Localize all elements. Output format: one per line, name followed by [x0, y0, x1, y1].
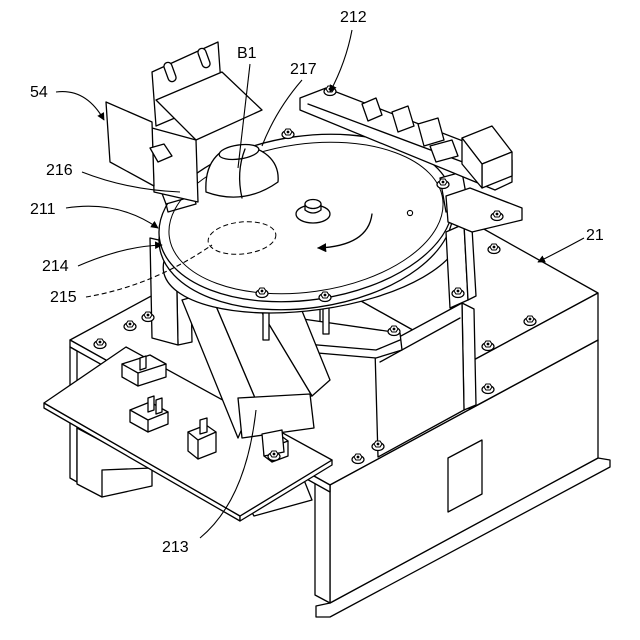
- leader-212: [330, 30, 352, 92]
- leader-211: [66, 206, 158, 228]
- bracket-front-plate: [106, 102, 154, 186]
- label-217: 217: [290, 61, 317, 78]
- label-215: 215: [50, 289, 77, 306]
- label-213: 213: [162, 539, 189, 556]
- assembly-side-plate: [446, 188, 522, 232]
- label-211: 211: [30, 201, 56, 218]
- leader-54: [56, 92, 104, 120]
- label-212: 212: [340, 9, 367, 26]
- label-21: 21: [586, 227, 604, 244]
- label-216: 216: [46, 162, 73, 179]
- leader-21: [538, 238, 584, 262]
- label-b1: B1: [237, 45, 257, 62]
- label-214: 214: [42, 258, 69, 275]
- leader-214: [78, 245, 162, 266]
- base-side-panel: [315, 478, 330, 603]
- label-54: 54: [30, 84, 48, 101]
- disk-hole: [407, 210, 412, 215]
- bolt: [282, 129, 294, 139]
